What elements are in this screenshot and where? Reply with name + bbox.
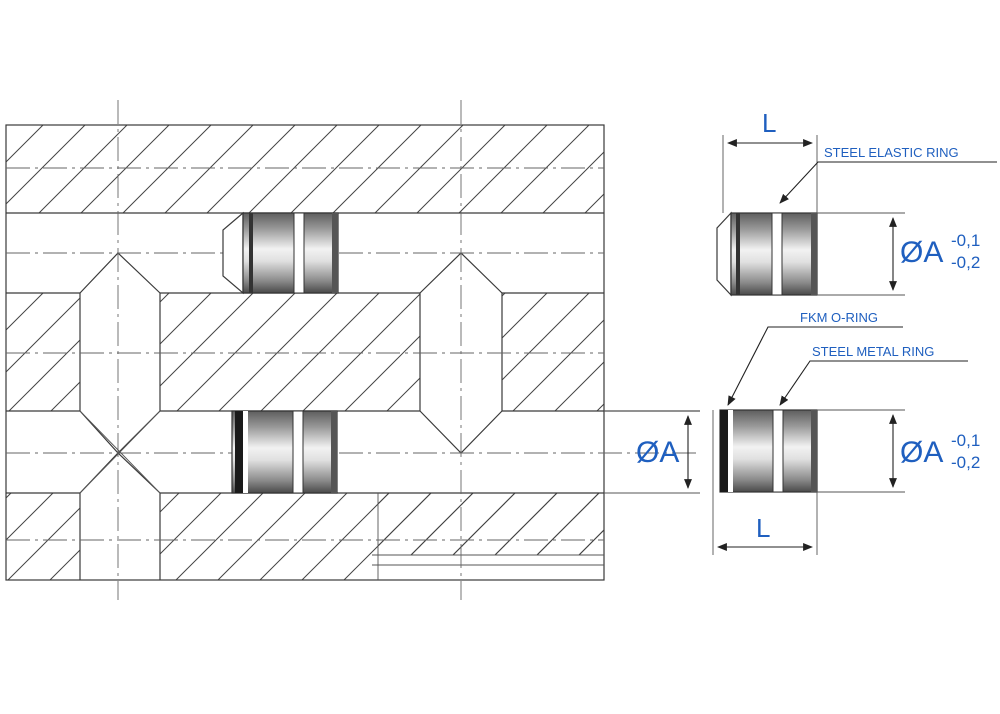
tolerance-lower-top: -0,2 <box>951 253 980 272</box>
diameter-label-bottom: ØA <box>900 436 943 469</box>
diameter-label-block: ØA <box>636 436 679 469</box>
steel-metal-ring-label: STEEL METAL RING <box>812 344 934 359</box>
installed-plug-lower <box>231 410 338 494</box>
length-label-top: L <box>762 108 776 138</box>
block-section <box>5 100 700 600</box>
tolerance-upper-bottom: -0,1 <box>951 431 980 450</box>
length-label-bottom: L <box>756 513 770 543</box>
tolerance-upper-top: -0,1 <box>951 231 980 250</box>
plug-detail-top <box>716 135 997 297</box>
installed-plug-upper <box>242 212 339 294</box>
diameter-label-top: ØA <box>900 236 943 269</box>
steel-elastic-ring-label: STEEL ELASTIC RING <box>824 145 959 160</box>
plug-detail-bottom <box>712 326 968 555</box>
fkm-oring-label: FKM O-RING <box>800 310 878 325</box>
tolerance-lower-bottom: -0,2 <box>951 453 980 472</box>
